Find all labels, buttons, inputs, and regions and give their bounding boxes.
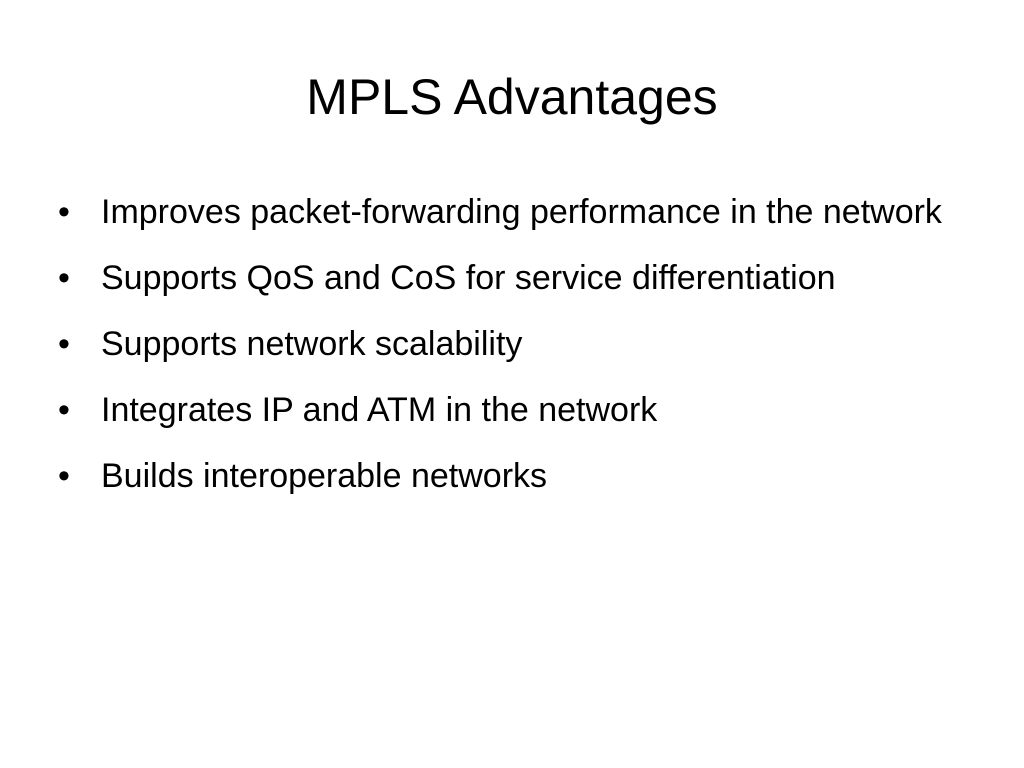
bullet-text: Integrates IP and ATM in the network [101, 391, 658, 429]
list-item: • Supports QoS and CoS for service diffe… [58, 252, 958, 304]
slide-title: MPLS Advantages [306, 69, 718, 125]
bullet-text: Supports network scalability [101, 325, 523, 363]
bullet-text: Supports QoS and CoS for service differe… [101, 259, 836, 297]
bullet-list: • Improves packet-forwarding performance… [58, 186, 958, 516]
list-item: • Integrates IP and ATM in the network [58, 384, 958, 436]
list-item: • Improves packet-forwarding performance… [58, 186, 958, 238]
list-item: • Builds interoperable networks [58, 450, 958, 502]
bullet-icon: • [58, 325, 70, 363]
bullet-icon: • [58, 259, 70, 297]
bullet-text: Improves packet-forwarding performance i… [101, 193, 942, 231]
bullet-text: Builds interoperable networks [101, 457, 548, 495]
list-item: • Supports network scalability [58, 318, 958, 370]
bullet-icon: • [58, 457, 70, 495]
bullet-icon: • [58, 391, 70, 429]
bullet-icon: • [58, 193, 70, 231]
